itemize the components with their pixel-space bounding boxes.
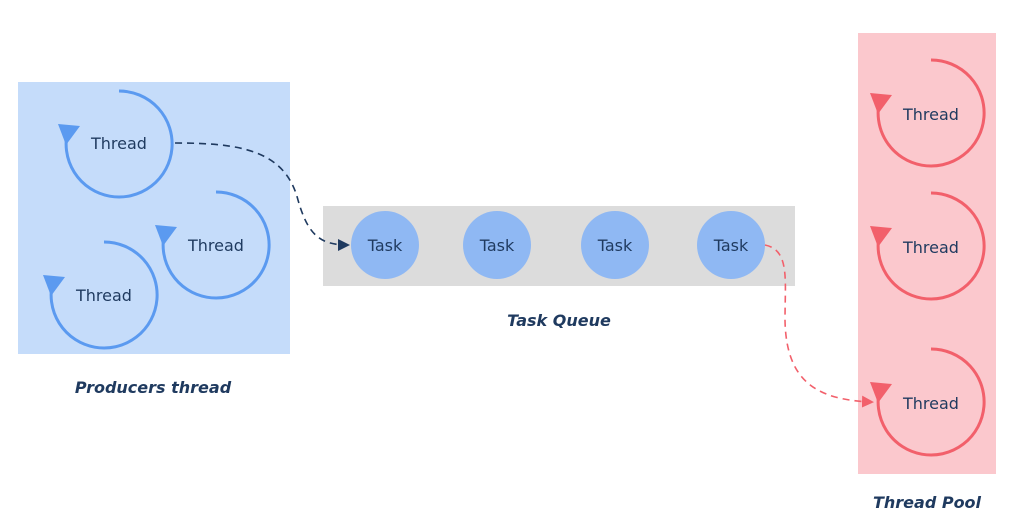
task-queue-caption: Task Queue bbox=[507, 311, 611, 330]
task-label: Task bbox=[479, 236, 515, 255]
producer-to-queue-arrow bbox=[174, 142, 350, 251]
task-queue: Task Task Task Task Task Queue bbox=[323, 206, 795, 330]
task-label: Task bbox=[367, 236, 403, 255]
task-item-1: Task bbox=[351, 211, 419, 279]
cycle-arrow-icon bbox=[58, 124, 80, 145]
pool-thread-label: Thread bbox=[902, 394, 959, 413]
cycle-arrow-icon bbox=[870, 382, 892, 403]
task-label: Task bbox=[597, 236, 633, 255]
producer-thread-label: Thread bbox=[187, 236, 244, 255]
pool-thread-3: Thread bbox=[870, 347, 986, 457]
task-item-4: Task bbox=[697, 211, 765, 279]
task-label: Task bbox=[713, 236, 749, 255]
producer-thread-label: Thread bbox=[75, 286, 132, 305]
cycle-arrow-icon bbox=[155, 225, 177, 246]
producer-thread-1: Thread bbox=[58, 89, 174, 199]
pool-thread-1: Thread bbox=[870, 58, 986, 168]
task-item-2: Task bbox=[463, 211, 531, 279]
queue-to-pool-arrow bbox=[764, 244, 874, 408]
producers-caption: Producers thread bbox=[75, 378, 232, 397]
thread-pool: Thread Thread Thread Thread Pool bbox=[858, 33, 996, 512]
pool-thread-label: Thread bbox=[902, 238, 959, 257]
producers-panel: Thread Thread Thread Producers thread bbox=[18, 82, 290, 397]
pool-thread-label: Thread bbox=[902, 105, 959, 124]
producer-thread-2: Thread bbox=[155, 190, 271, 300]
producer-thread-3: Thread bbox=[43, 240, 159, 350]
thread-pool-caption: Thread Pool bbox=[873, 493, 982, 512]
cycle-arrow-icon bbox=[870, 93, 892, 114]
pool-thread-2: Thread bbox=[870, 191, 986, 301]
cycle-arrow-icon bbox=[870, 226, 892, 247]
task-item-3: Task bbox=[581, 211, 649, 279]
cycle-arrow-icon bbox=[43, 275, 65, 296]
producer-thread-label: Thread bbox=[90, 134, 147, 153]
